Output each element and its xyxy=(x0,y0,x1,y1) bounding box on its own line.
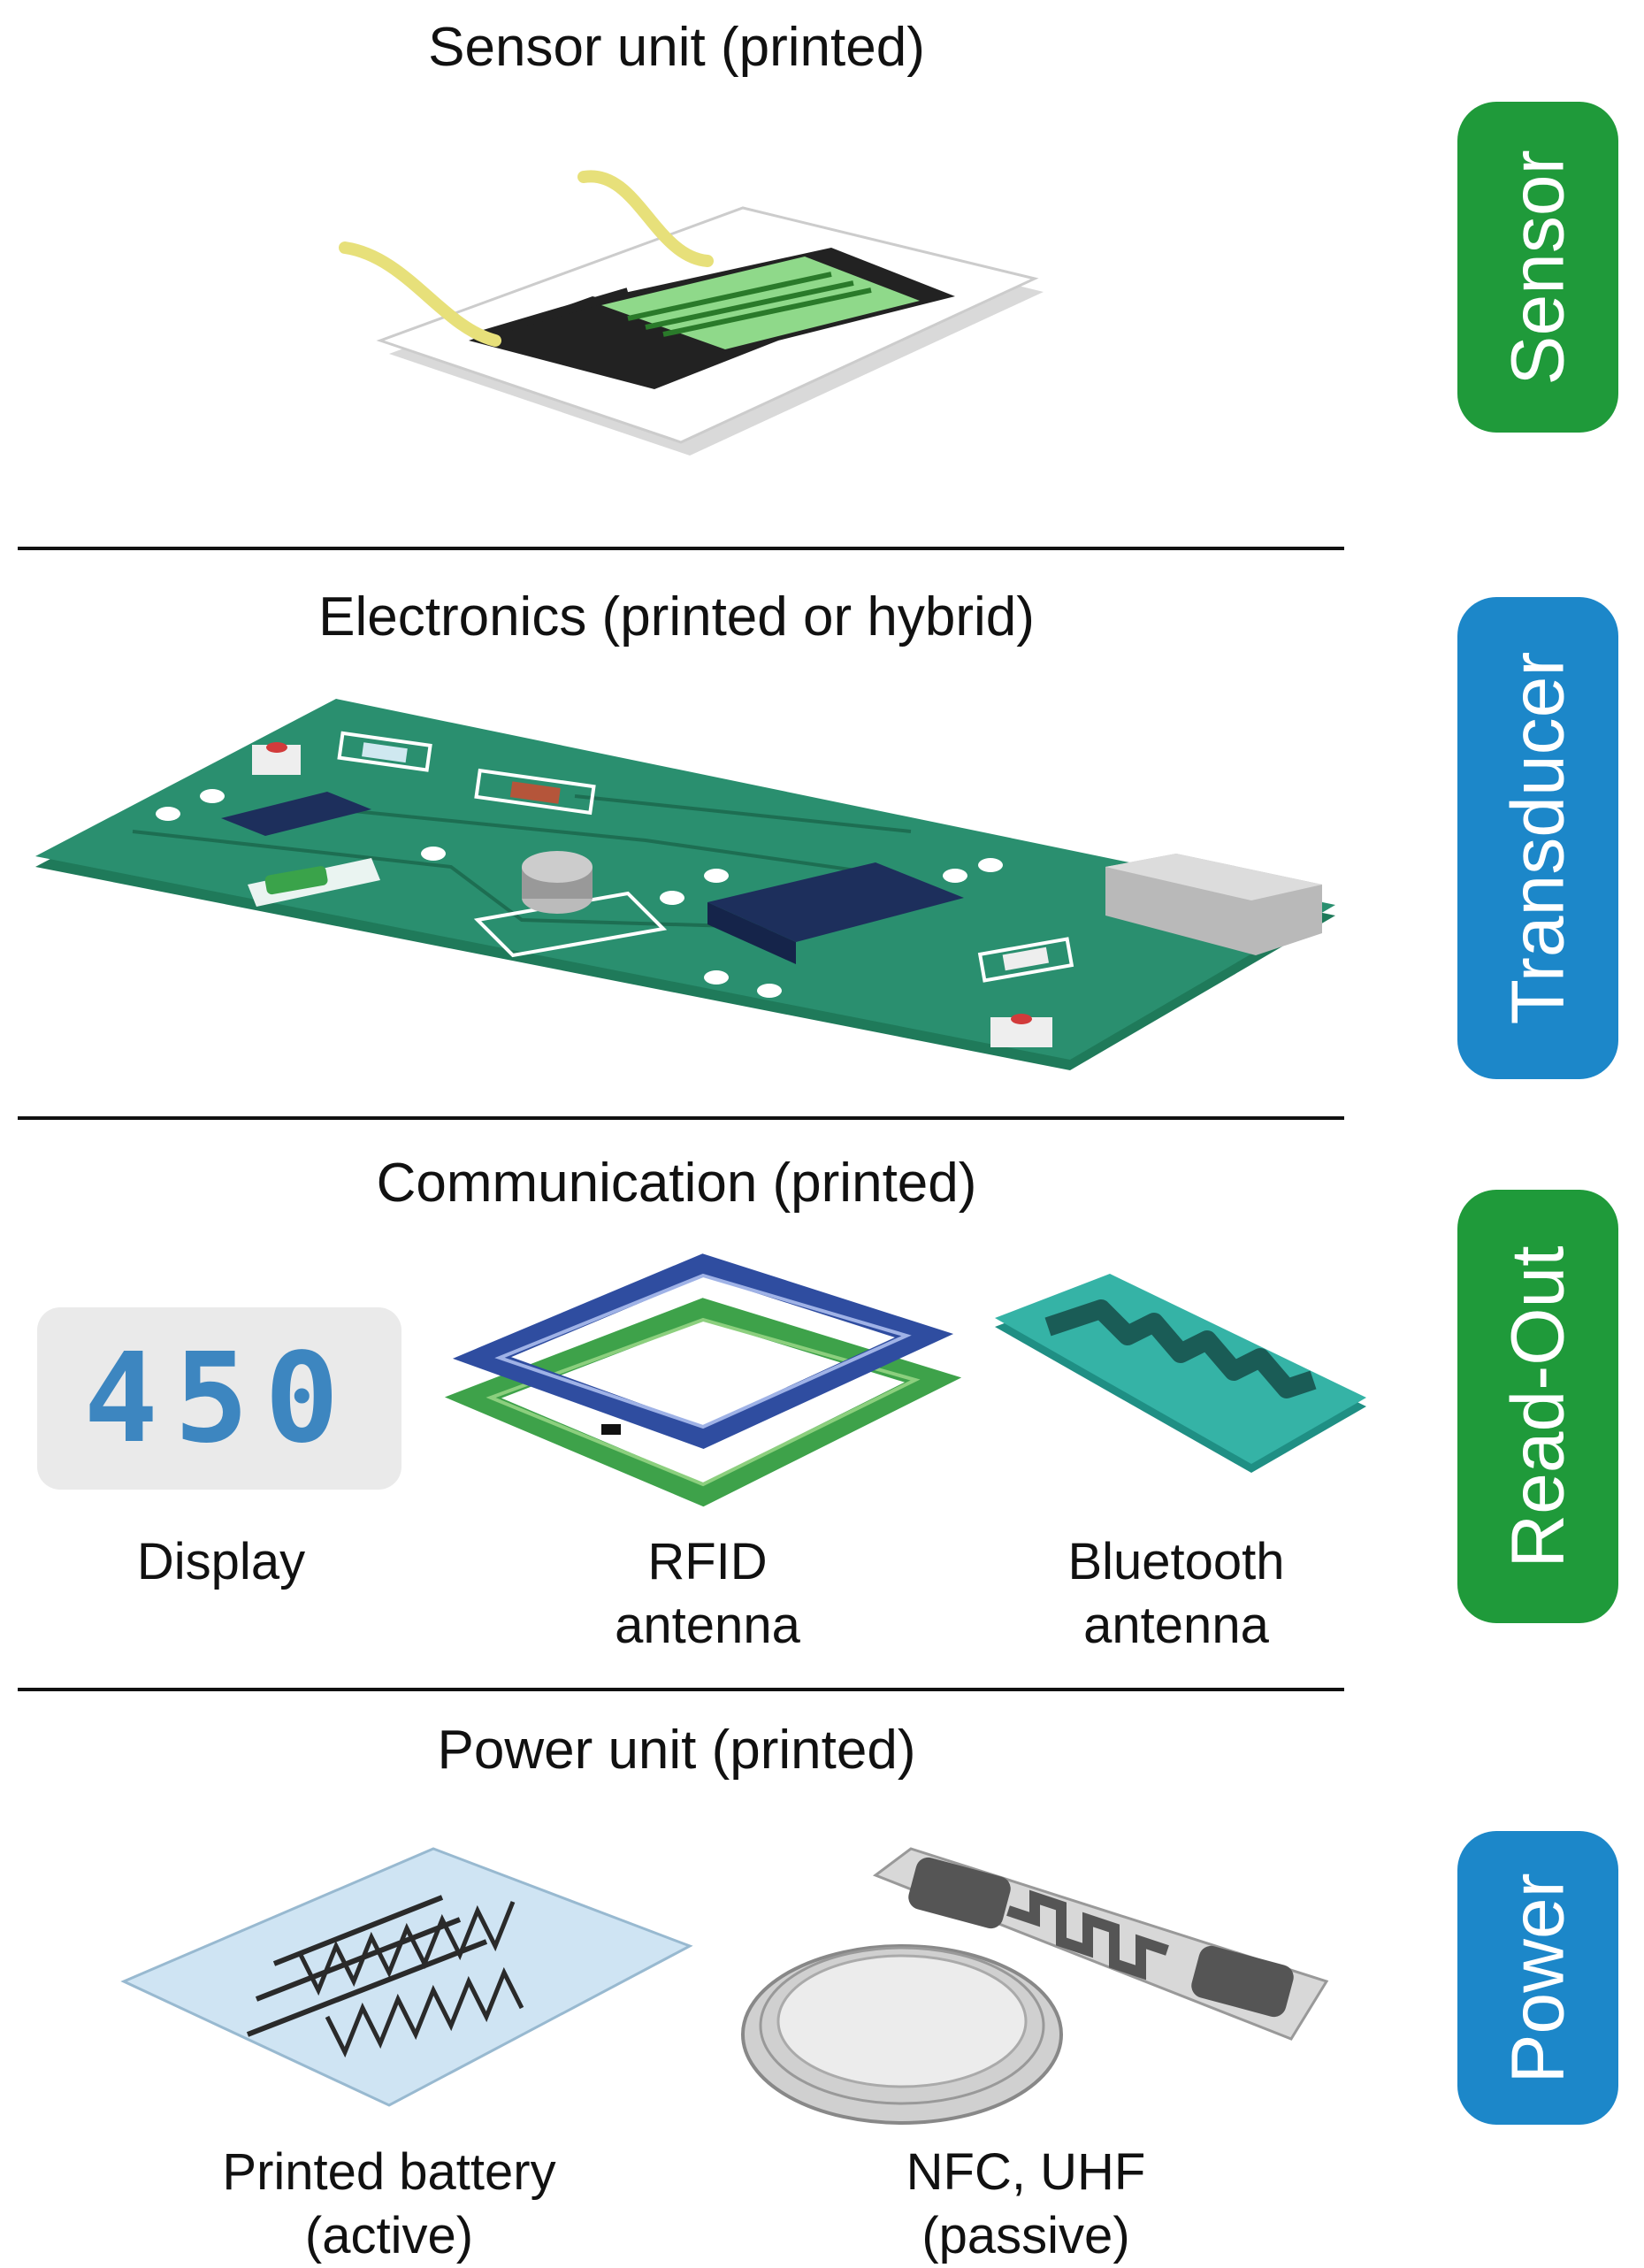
uhf-tag-illustration xyxy=(872,1847,1329,2041)
display-caption-line1: Display xyxy=(136,1533,306,1590)
transducer-label-pill: Transducer xyxy=(1457,597,1618,1079)
display-value: 450 xyxy=(83,1326,356,1471)
printed-battery-illustration xyxy=(120,1847,693,2107)
nfc-caption: NFC, UHF (passive) xyxy=(849,2141,1203,2268)
power-label-pill: Power xyxy=(1457,1831,1618,2125)
divider-2 xyxy=(18,1116,1344,1120)
battery-caption: Printed battery (active) xyxy=(159,2141,619,2268)
sensor-unit-illustration xyxy=(339,170,1044,456)
display-illustration: 450 xyxy=(37,1307,401,1490)
divider-1 xyxy=(18,547,1344,550)
electronics-heading: Electronics (printed or hybrid) xyxy=(318,586,1035,647)
bluetooth-caption-line2: antenna xyxy=(1083,1597,1269,1654)
transducer-label: Transducer xyxy=(1495,651,1579,1025)
rfid-caption-line1: RFID xyxy=(647,1533,768,1590)
display-caption: Display xyxy=(88,1530,354,1594)
battery-caption-line1: Printed battery xyxy=(222,2143,556,2201)
nfc-caption-line1: NFC, UHF xyxy=(906,2143,1146,2201)
rfid-caption-line2: antenna xyxy=(615,1597,800,1654)
readout-label: Read-Out xyxy=(1495,1245,1579,1568)
power-heading: Power unit (printed) xyxy=(437,1720,916,1781)
battery-caption-line2: (active) xyxy=(304,2207,474,2264)
pcb-illustration xyxy=(35,699,1335,1070)
bluetooth-caption: Bluetooth antenna xyxy=(1017,1530,1335,1658)
bluetooth-caption-line1: Bluetooth xyxy=(1067,1533,1285,1590)
nfc-tag-illustration xyxy=(741,1944,1063,2125)
power-label: Power xyxy=(1495,1872,1579,2084)
sensor-heading: Sensor unit (printed) xyxy=(428,17,925,78)
rfid-antenna-illustration xyxy=(444,1253,962,1507)
bluetooth-antenna-illustration xyxy=(995,1274,1366,1473)
readout-label-pill: Read-Out xyxy=(1457,1190,1618,1623)
communication-heading: Communication (printed) xyxy=(376,1153,977,1214)
rfid-caption: RFID antenna xyxy=(557,1530,858,1658)
sensor-label-pill: Sensor xyxy=(1457,102,1618,433)
nfc-caption-line2: (passive) xyxy=(921,2207,1130,2264)
divider-3 xyxy=(18,1688,1344,1691)
sensor-label: Sensor xyxy=(1495,149,1579,386)
